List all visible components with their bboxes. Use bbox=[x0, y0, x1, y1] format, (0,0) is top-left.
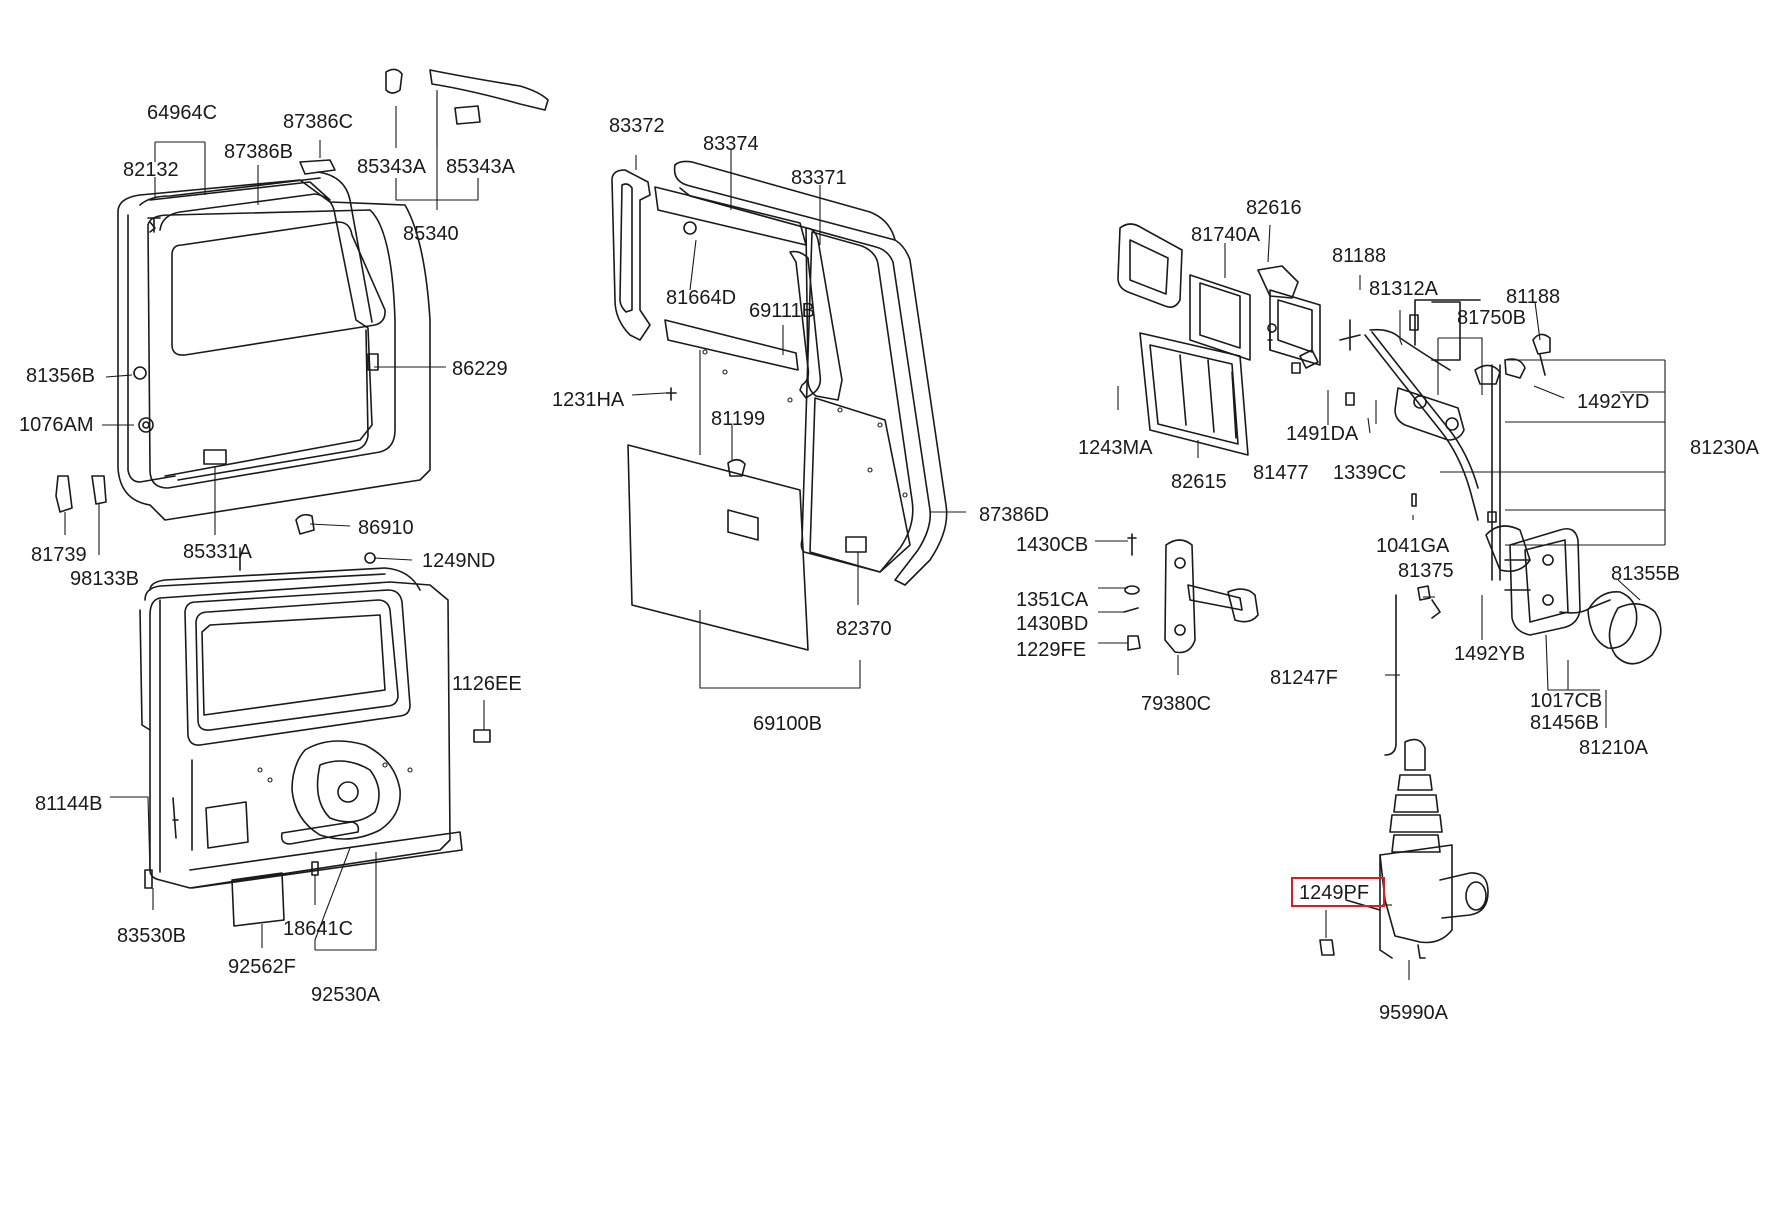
label-83530B[interactable]: 83530B bbox=[117, 925, 186, 947]
label-1430CB[interactable]: 1430CB bbox=[1016, 534, 1088, 556]
label-1017CB[interactable]: 1017CB bbox=[1530, 690, 1602, 712]
label-69100B[interactable]: 69100B bbox=[753, 713, 822, 735]
label-86910[interactable]: 86910 bbox=[358, 517, 414, 539]
label-1249ND[interactable]: 1249ND bbox=[422, 550, 495, 572]
label-85343A-2[interactable]: 85343A bbox=[446, 156, 516, 178]
label-1492YD[interactable]: 1492YD bbox=[1577, 391, 1649, 413]
label-1339CC[interactable]: 1339CC bbox=[1333, 462, 1406, 484]
label-79380C[interactable]: 79380C bbox=[1141, 693, 1211, 715]
label-81375[interactable]: 81375 bbox=[1398, 560, 1454, 582]
label-64964C[interactable]: 64964C bbox=[147, 102, 217, 124]
label-81739[interactable]: 81739 bbox=[31, 544, 87, 566]
label-81144B[interactable]: 81144B bbox=[35, 793, 102, 815]
label-1231HA[interactable]: 1231HA bbox=[552, 389, 625, 411]
label-1126EE[interactable]: 1126EE bbox=[452, 673, 522, 695]
label-1243MA[interactable]: 1243MA bbox=[1078, 437, 1153, 459]
label-83372[interactable]: 83372 bbox=[609, 115, 665, 137]
label-85340[interactable]: 85340 bbox=[403, 223, 459, 245]
part-labels: 64964C 87386C 87386B 82132 85343A 85343A… bbox=[19, 102, 1760, 1024]
label-18641C[interactable]: 18641C bbox=[283, 918, 353, 940]
label-81356B[interactable]: 81356B bbox=[26, 365, 95, 387]
label-82615[interactable]: 82615 bbox=[1171, 471, 1227, 493]
label-86229[interactable]: 86229 bbox=[452, 358, 508, 380]
upper-tailgate-drawing bbox=[117, 171, 431, 521]
label-81664D[interactable]: 81664D bbox=[666, 287, 736, 309]
upper-tailgate-fasteners bbox=[55, 68, 549, 743]
label-92530A[interactable]: 92530A bbox=[311, 984, 381, 1006]
label-1491DA[interactable]: 1491DA bbox=[1286, 423, 1359, 445]
highlight-box bbox=[1291, 877, 1385, 907]
label-1041GA[interactable]: 1041GA bbox=[1376, 535, 1450, 557]
label-81230A[interactable]: 81230A bbox=[1690, 437, 1760, 459]
label-82370[interactable]: 82370 bbox=[836, 618, 892, 640]
label-83374[interactable]: 83374 bbox=[703, 133, 759, 155]
label-81199[interactable]: 81199 bbox=[711, 408, 765, 430]
label-82616[interactable]: 82616 bbox=[1246, 197, 1302, 219]
lower-tailgate-drawing bbox=[139, 567, 463, 927]
label-83371[interactable]: 83371 bbox=[791, 167, 847, 189]
label-87386D[interactable]: 87386D bbox=[979, 504, 1049, 526]
label-81210A[interactable]: 81210A bbox=[1579, 737, 1649, 759]
label-1229FE[interactable]: 1229FE bbox=[1016, 639, 1086, 661]
label-92562F[interactable]: 92562F bbox=[228, 956, 296, 978]
label-81247F[interactable]: 81247F bbox=[1270, 667, 1338, 689]
label-95990A[interactable]: 95990A bbox=[1379, 1002, 1449, 1024]
label-1492YB[interactable]: 1492YB bbox=[1454, 643, 1525, 665]
label-1249PF[interactable]: 1249PF bbox=[1299, 882, 1369, 904]
actuator-drawing bbox=[1319, 585, 1489, 959]
label-85343A-1[interactable]: 85343A bbox=[357, 156, 427, 178]
label-69111B[interactable]: 69111B bbox=[749, 300, 815, 322]
label-81188-2[interactable]: 81188 bbox=[1506, 286, 1560, 308]
label-81456B[interactable]: 81456B bbox=[1530, 712, 1599, 734]
label-87386B[interactable]: 87386B bbox=[224, 141, 293, 163]
label-87386C[interactable]: 87386C bbox=[283, 111, 353, 133]
label-82132[interactable]: 82132 bbox=[123, 159, 179, 181]
label-81355B[interactable]: 81355B bbox=[1611, 563, 1680, 585]
label-1351CA[interactable]: 1351CA bbox=[1016, 589, 1089, 611]
label-1430BD[interactable]: 1430BD bbox=[1016, 613, 1088, 635]
label-81312A[interactable]: 81312A bbox=[1369, 278, 1439, 300]
label-85331A[interactable]: 85331A bbox=[183, 541, 253, 563]
trim-panel-drawing bbox=[611, 160, 948, 651]
label-81477[interactable]: 81477 bbox=[1253, 462, 1309, 484]
leader-lines bbox=[64, 90, 1666, 980]
label-81750B[interactable]: 81750B bbox=[1457, 307, 1526, 329]
label-81188-1[interactable]: 81188 bbox=[1332, 245, 1386, 267]
door-checker-drawing bbox=[1123, 533, 1259, 654]
label-81740A[interactable]: 81740A bbox=[1191, 224, 1261, 246]
label-1076AM[interactable]: 1076AM bbox=[19, 414, 94, 436]
label-98133B[interactable]: 98133B bbox=[70, 568, 139, 590]
